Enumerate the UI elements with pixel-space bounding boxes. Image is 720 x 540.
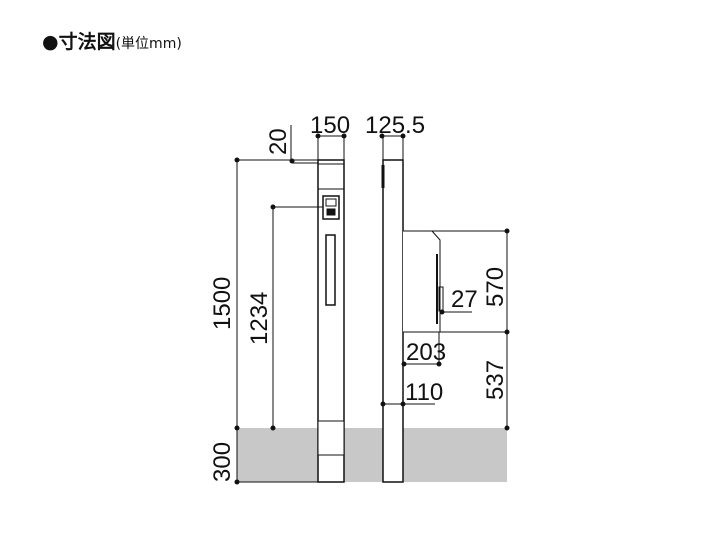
dim-150: 150 [310,112,350,139]
diagram-title: ●寸法図(単位mm) [42,27,182,54]
mail-slot [325,234,336,306]
title-main: ●寸法図 [42,31,116,53]
dim-27: 27 [451,286,478,313]
dim-300: 300 [209,442,236,482]
top-panel [317,163,345,190]
dim-1500: 1500 [209,277,236,330]
dim-537: 537 [482,360,509,400]
mailbox [403,230,441,333]
dim-1234: 1234 [246,292,273,345]
title-unit: (単位mm) [115,36,182,52]
lower-panel [317,420,345,456]
dim-110: 110 [405,379,443,406]
front-post [317,136,345,483]
dim-203: 203 [406,339,446,366]
dim-125-5: 125.5 [365,112,425,139]
dim-20: 20 [265,128,292,155]
dim-570: 570 [482,267,509,307]
dimension-lines [234,125,510,485]
ground [237,428,507,482]
